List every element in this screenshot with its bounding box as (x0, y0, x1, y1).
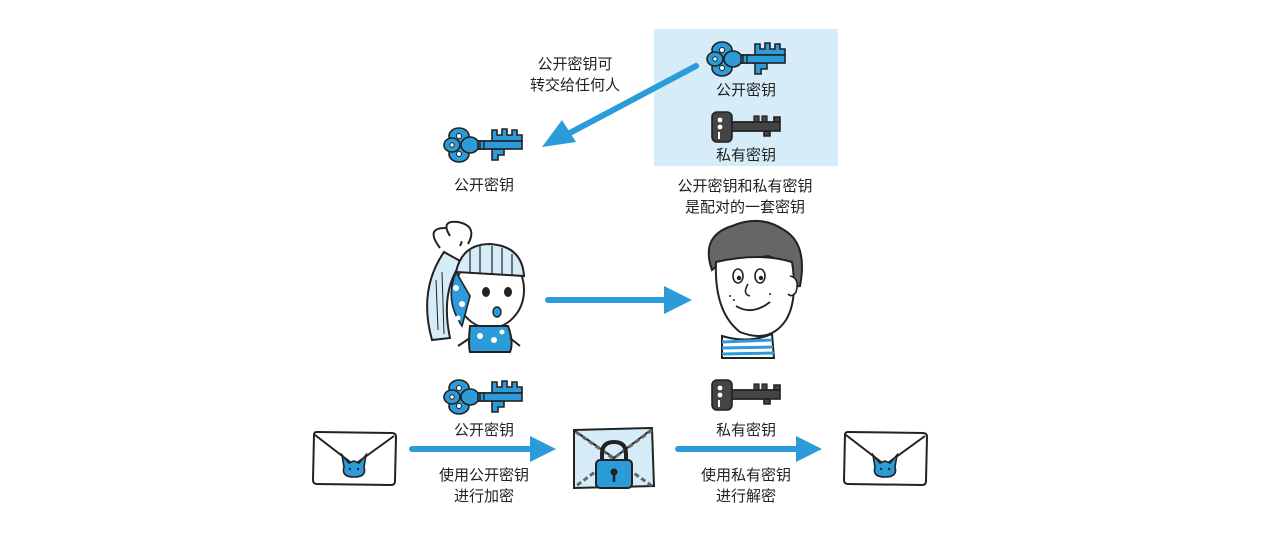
public-key-icon (443, 379, 523, 415)
keypair-highlight-box (654, 29, 838, 166)
send-arrow (545, 286, 692, 314)
decrypt-note-line-1: 使用私有密钥 (700, 466, 791, 484)
public-key-icon (443, 127, 523, 163)
sender-public-key-label: 公开密钥 (453, 421, 514, 439)
encrypt-note-line-1: 使用公开密钥 (438, 466, 529, 484)
pair-note-line-1: 公开密钥和私有密钥 (677, 177, 813, 195)
receiver-private-key-label: 私有密钥 (715, 421, 776, 439)
encrypt-arrow (409, 436, 556, 462)
decrypt-note: 使用私有密钥 进行解密 (686, 465, 806, 507)
keypair-public-key-label: 公开密钥 (715, 81, 776, 99)
pair-note-line-2: 是配对的一套密钥 (684, 198, 805, 216)
decrypt-note-line-2: 进行解密 (715, 487, 776, 505)
transfer-note: 公开密钥可 转交给任何人 (520, 54, 630, 96)
keypair-private-key-label: 私有密钥 (715, 146, 776, 164)
received-public-key-label: 公开密钥 (453, 176, 514, 194)
pair-note: 公开密钥和私有密钥 是配对的一套密钥 (660, 176, 830, 218)
envelope-icon (843, 431, 928, 486)
encrypt-note: 使用公开密钥 进行加密 (424, 465, 544, 507)
decrypt-arrow (675, 436, 822, 462)
encrypt-note-line-2: 进行加密 (453, 487, 514, 505)
transfer-note-line-2: 转交给任何人 (529, 76, 620, 94)
envelope-icon (312, 431, 397, 486)
locked-envelope-icon (573, 426, 656, 490)
transfer-arrow (542, 63, 699, 147)
receiver-boy-figure (707, 219, 803, 359)
private-key-icon (711, 379, 781, 411)
sender-girl-figure (426, 220, 526, 353)
transfer-note-line-1: 公开密钥可 (537, 55, 613, 73)
